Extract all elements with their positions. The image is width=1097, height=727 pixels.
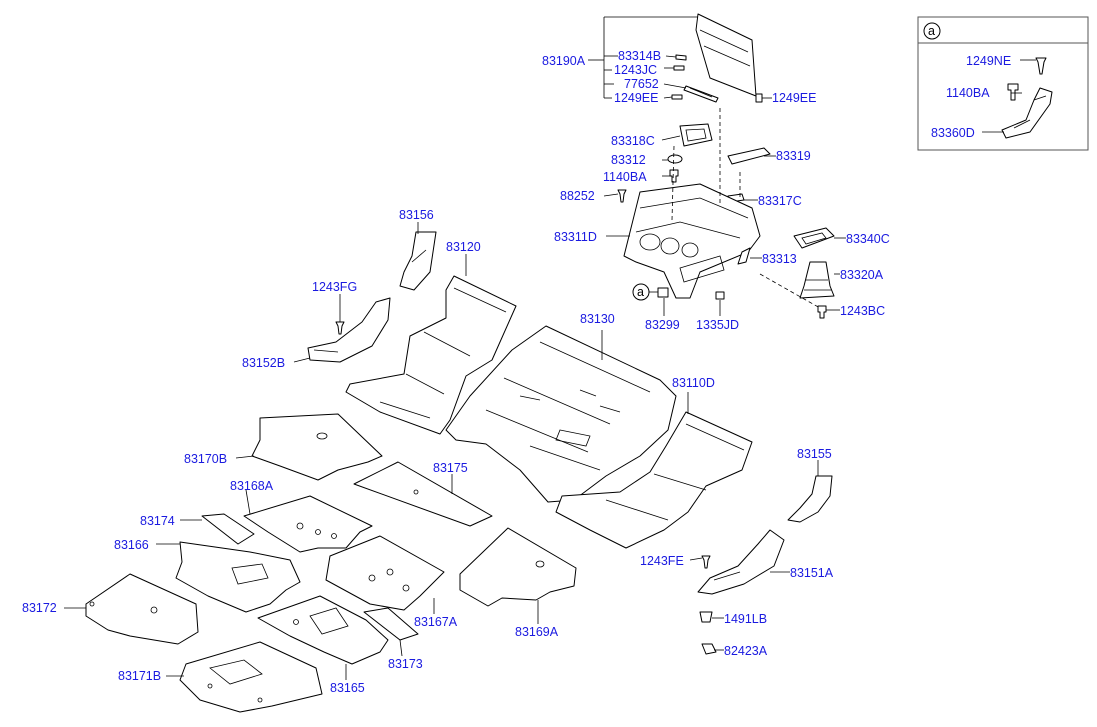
label-1243BC: 1243BC — [840, 304, 885, 318]
console-rear-cover — [588, 13, 772, 103]
label-83155: 83155 — [797, 447, 832, 461]
nut-icon — [701, 643, 717, 655]
label-82423A: 82423A — [724, 644, 768, 658]
label-83130: 83130 — [580, 312, 615, 326]
bracket-83360d — [1001, 87, 1053, 139]
label-1491LB: 1491LB — [724, 612, 767, 626]
bolt-icon — [669, 169, 679, 183]
clip-icon — [699, 611, 713, 623]
label-1243JC: 1243JC — [614, 63, 657, 77]
label-1249NE: 1249NE — [966, 54, 1011, 68]
label-83312: 83312 — [611, 153, 646, 167]
callout-marker: a — [637, 285, 644, 299]
label-83313: 83313 — [762, 252, 797, 266]
screw-icon — [335, 321, 345, 335]
label-83190A: 83190A — [542, 54, 586, 68]
label-83110D: 83110D — [672, 376, 715, 390]
label-83360D: 83360D — [931, 126, 975, 140]
label-83169A: 83169A — [515, 625, 559, 639]
label-88252: 88252 — [560, 189, 595, 203]
bolt-icon — [1007, 83, 1019, 101]
label-83317C: 83317C — [758, 194, 802, 208]
screw-icon — [1035, 57, 1047, 75]
label-83318C: 83318C — [611, 134, 655, 148]
label-77652: 77652 — [624, 77, 659, 91]
label-83167A: 83167A — [414, 615, 458, 629]
label-83171B: 83171B — [118, 669, 161, 683]
label-83340C: 83340C — [846, 232, 890, 246]
label-1243FG: 1243FG — [312, 280, 357, 294]
insulation-pads — [64, 413, 577, 713]
screw-icon — [701, 555, 711, 569]
label-1335JD: 1335JD — [696, 318, 739, 332]
left-trim-parts — [293, 222, 437, 363]
label-1140BA-inset: 1140BA — [946, 86, 990, 100]
label-83166: 83166 — [114, 538, 149, 552]
label-83299: 83299 — [645, 318, 680, 332]
bolt-icon — [817, 305, 827, 319]
label-83173: 83173 — [388, 657, 423, 671]
console-assembly — [603, 108, 846, 319]
label-83168A: 83168A — [230, 479, 274, 493]
label-83170B: 83170B — [184, 452, 227, 466]
label-83319: 83319 — [776, 149, 811, 163]
label-1243FE: 1243FE — [640, 554, 684, 568]
label-83152B: 83152B — [242, 356, 285, 370]
label-1140BA: 1140BA — [603, 170, 647, 184]
label-83151A: 83151A — [790, 566, 834, 580]
label-83175: 83175 — [433, 461, 468, 475]
inset-box: a 1249NE 1140BA 83360D — [917, 16, 1089, 151]
label-83314B: 83314B — [618, 49, 661, 63]
label-83156: 83156 — [399, 208, 434, 222]
label-83320A: 83320A — [840, 268, 884, 282]
right-trim-parts — [689, 460, 833, 655]
label-83172: 83172 — [22, 601, 57, 615]
label-83165: 83165 — [330, 681, 365, 695]
label-1249EE-a: 1249EE — [614, 91, 658, 105]
inset-marker: a — [928, 24, 935, 38]
fastener-icon — [671, 94, 683, 100]
screw-icon — [617, 189, 627, 203]
fastener-icon — [675, 54, 687, 61]
fastener-icon — [755, 93, 763, 103]
label-83174: 83174 — [140, 514, 175, 528]
inset-marker-circle — [923, 22, 941, 40]
label-1249EE-b: 1249EE — [772, 91, 816, 105]
label-83311D: 83311D — [554, 230, 597, 244]
label-83120: 83120 — [446, 240, 481, 254]
fastener-icon — [673, 65, 685, 71]
floor-carpets — [345, 254, 753, 549]
